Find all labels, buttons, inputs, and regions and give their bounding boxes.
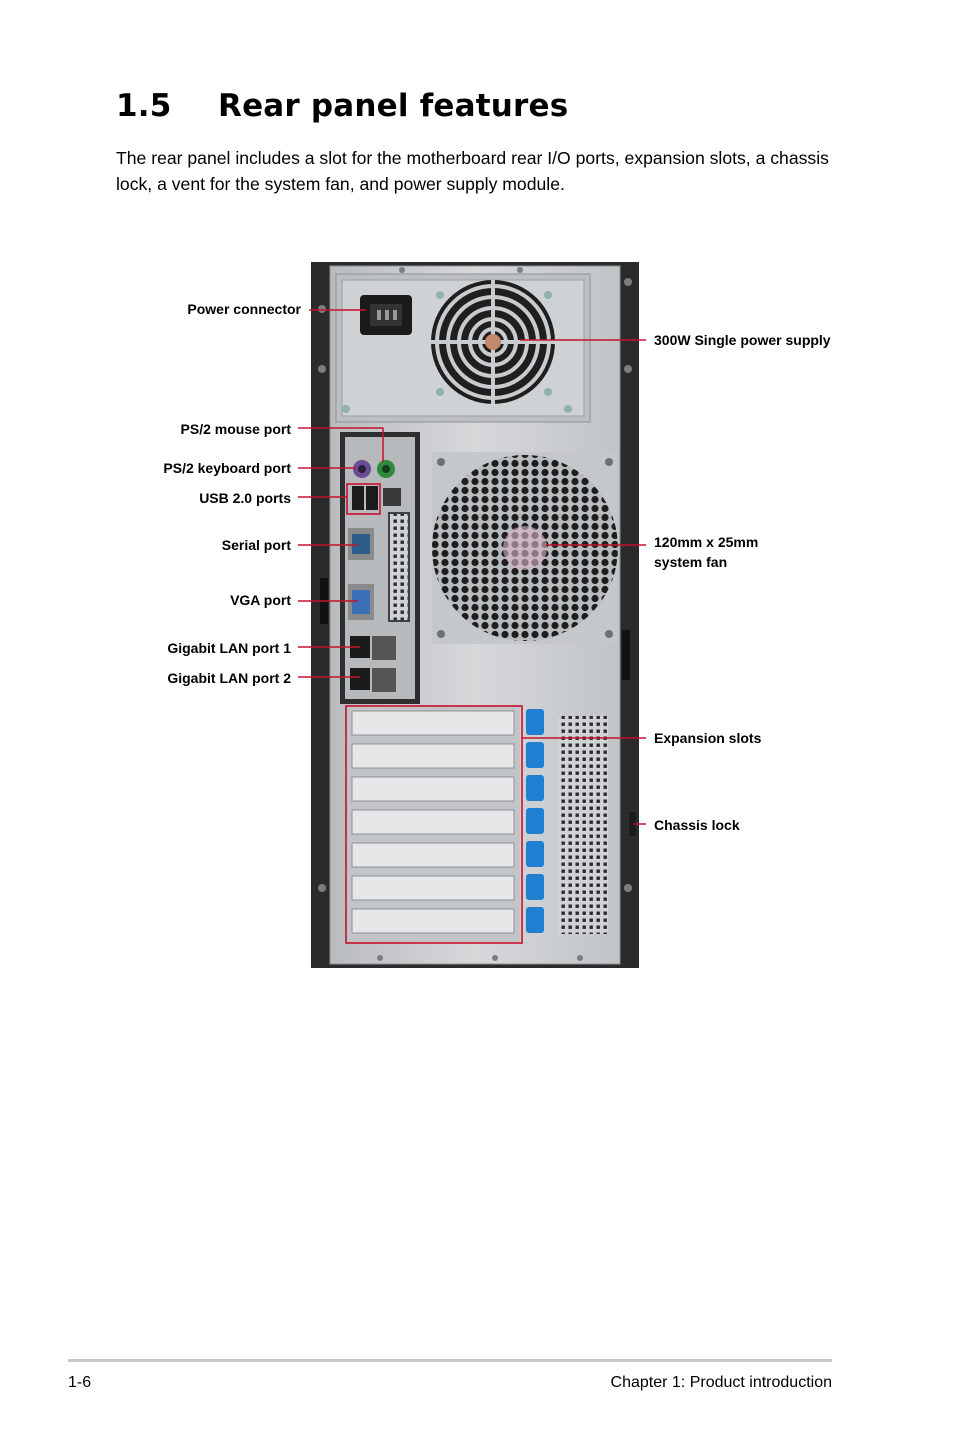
label-serial: Serial port [221, 537, 291, 553]
label-usb: USB 2.0 ports [199, 490, 291, 506]
usb-port-icon [352, 486, 364, 510]
usb-port-icon [366, 486, 378, 510]
page-number: 1-6 [68, 1374, 92, 1391]
label-fan-line2: system fan [654, 554, 728, 570]
label-ps2-mouse: PS/2 mouse port [180, 421, 291, 437]
label-expansion: Expansion slots [654, 730, 762, 746]
section-number: 1.5 [116, 88, 172, 124]
label-lan1: Gigabit LAN port 1 [167, 640, 291, 656]
expansion-slots [348, 706, 636, 942]
footer-rule [68, 1359, 832, 1362]
label-fan-line1: 120mm x 25mm [654, 534, 759, 550]
rear-panel-figure [298, 262, 646, 968]
system-fan [432, 452, 618, 644]
chapter-title: Chapter 1: Product introduction [610, 1374, 832, 1391]
label-power-connector: Power connector [187, 301, 301, 317]
label-ps2-keyboard: PS/2 keyboard port [163, 460, 291, 476]
intro-paragraph: The rear panel includes a slot for the m… [116, 148, 829, 194]
io-shield [340, 432, 420, 704]
power-supply [335, 273, 591, 423]
label-chassis-lock: Chassis lock [654, 817, 740, 833]
label-vga: VGA port [230, 592, 291, 608]
section-title: Rear panel features [218, 88, 569, 124]
label-lan2: Gigabit LAN port 2 [167, 670, 291, 686]
lan-port-icon [350, 668, 370, 690]
chassis-lock-icon [629, 812, 636, 836]
section-heading: 1.5 Rear panel features [116, 88, 568, 124]
leader-lines [298, 309, 646, 825]
label-psu: 300W Single power supply [654, 332, 831, 348]
